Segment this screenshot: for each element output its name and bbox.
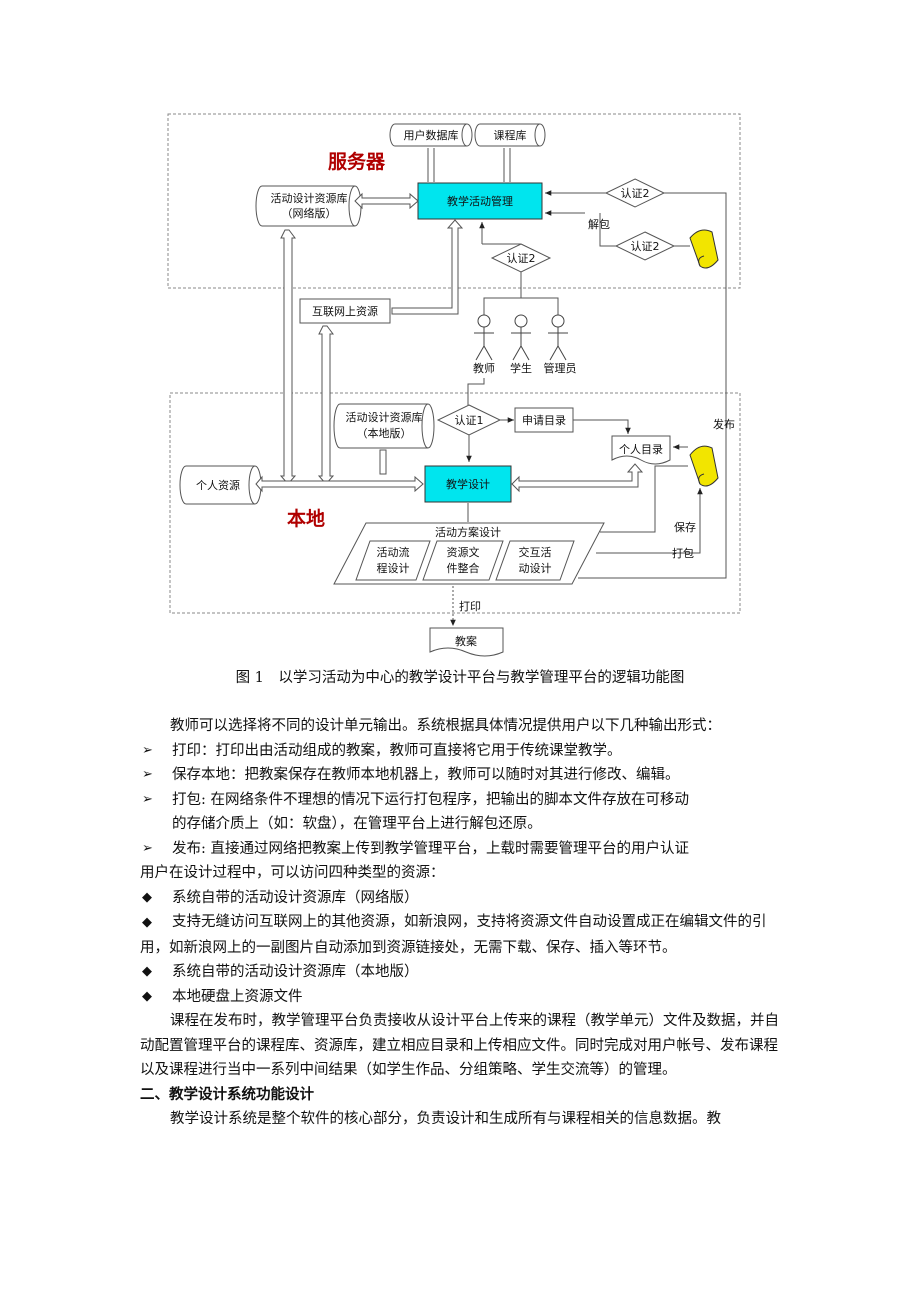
apply-directory-label: 申请目录 bbox=[522, 414, 566, 427]
course-database: 课程库 bbox=[474, 123, 546, 147]
scroll-icon-bottom bbox=[689, 445, 719, 487]
internet-resources-box bbox=[299, 298, 391, 324]
save-label: 保存 bbox=[674, 520, 696, 534]
resource-library-network: 活动设计资源库 （网络版） bbox=[255, 185, 362, 227]
internet-resources-label: 互联网上资源 bbox=[312, 304, 378, 318]
student-label: 学生 bbox=[510, 361, 532, 375]
server-title: 服务器 bbox=[328, 150, 386, 173]
auth1-diamond: 认证1 bbox=[436, 404, 502, 436]
actor-teacher-icon bbox=[474, 314, 494, 361]
svg-text:认证2: 认证2 bbox=[507, 252, 536, 265]
resource-item: ◆系统自带的活动设计资源库（本地版） bbox=[140, 960, 790, 985]
personal-directory: 个人目录 bbox=[611, 435, 671, 465]
user-database: 用户数据库 bbox=[389, 123, 473, 147]
print-label: 打印 bbox=[459, 599, 481, 613]
svg-text:程设计: 程设计 bbox=[377, 562, 410, 575]
lesson-plan-document: 教案 bbox=[429, 627, 504, 657]
svg-text:件整合: 件整合 bbox=[447, 561, 480, 575]
diamond-bullet-icon: ◆ bbox=[142, 964, 152, 979]
svg-text:个人目录: 个人目录 bbox=[619, 443, 663, 456]
svg-text:动设计: 动设计 bbox=[519, 562, 552, 575]
svg-text:资源文: 资源文 bbox=[447, 545, 480, 559]
auth2-center-diamond: 认证2 bbox=[490, 243, 552, 273]
resource-item: ◆支持无缝访问互联网上的其他资源，如新浪网，支持将资源文件自动设置成正在编辑文件… bbox=[140, 910, 790, 960]
teacher-label: 教师 bbox=[473, 362, 495, 375]
svg-text:活动设计资源库: 活动设计资源库 bbox=[346, 410, 423, 424]
diamond-bullet-icon: ◆ bbox=[142, 988, 152, 1004]
section-heading: 二、教学设计系统功能设计 bbox=[140, 1086, 314, 1103]
svg-text:活动流: 活动流 bbox=[377, 545, 410, 559]
actor-student-icon bbox=[511, 314, 531, 361]
output-item: ➢打包: 在网络条件不理想的情况下运行打包程序，把输出的脚本文件存放在可移动 bbox=[140, 788, 790, 813]
arrow-bullet-icon: ➢ bbox=[142, 840, 153, 856]
teaching-design-label: 教学设计 bbox=[446, 477, 490, 491]
arrow-bullet-icon: ➢ bbox=[142, 767, 153, 782]
res-net-line2: （网络版） bbox=[282, 206, 337, 220]
output-item-continued: 的存储介质上（如：软盘），在管理平台上进行解包还原。 bbox=[172, 816, 542, 832]
svg-text:认证1: 认证1 bbox=[455, 414, 484, 427]
svg-text:教案: 教案 bbox=[455, 634, 477, 648]
output-item: ➢打印：打印出由活动组成的教案，教师可直接将它用于传统课堂教学。 bbox=[140, 739, 790, 764]
auth2-bottom-diamond: 认证2 bbox=[614, 231, 676, 261]
auth2-top-diamond: 认证2 bbox=[604, 178, 666, 208]
user-db-label: 用户数据库 bbox=[404, 128, 459, 142]
svg-text:活动方案设计: 活动方案设计 bbox=[435, 525, 501, 539]
teaching-management-label: 教学活动管理 bbox=[447, 194, 513, 208]
intro-paragraph: 教师可以选择将不同的设计单元输出。系统根据具体情况提供用户以下几种输出形式： bbox=[170, 718, 721, 734]
publish-label: 发布 bbox=[713, 417, 735, 431]
svg-text:个人资源: 个人资源 bbox=[196, 478, 240, 492]
arrow-bullet-icon: ➢ bbox=[142, 791, 153, 807]
pack-label: 打包 bbox=[672, 546, 694, 560]
svg-text:交互活: 交互活 bbox=[519, 545, 552, 559]
figure-caption: 图 1 以学习活动为中心的教学设计平台与教学管理平台的逻辑功能图 bbox=[235, 670, 685, 686]
output-item: ➢发布: 直接通过网络把教案上传到教学管理平台，上载时需要管理平台的用户认证 bbox=[140, 837, 790, 862]
personal-resources: 个人资源 bbox=[179, 465, 262, 505]
activity-plan-design: 活动方案设计 活动流 程设计 资源文 件整合 交互活 动设计 bbox=[333, 522, 605, 585]
resource-item: ◆本地硬盘上资源文件 bbox=[140, 985, 790, 1010]
teaching-design-box bbox=[424, 465, 512, 503]
unpack-label: 解包 bbox=[588, 217, 610, 231]
resource-item: ◆系统自带的活动设计资源库（网络版） bbox=[140, 886, 790, 911]
body-text: 教师可以选择将不同的设计单元输出。系统根据具体情况提供用户以下几种输出形式： ➢… bbox=[140, 714, 790, 1132]
diamond-bullet-icon: ◆ bbox=[142, 915, 152, 930]
res-net-line1: 活动设计资源库 bbox=[271, 191, 348, 205]
teaching-management-box bbox=[417, 182, 543, 220]
svg-text:认证2: 认证2 bbox=[621, 187, 650, 200]
local-title: 本地 bbox=[287, 507, 325, 530]
svg-text:认证2: 认证2 bbox=[631, 240, 660, 253]
arrow-bullet-icon: ➢ bbox=[142, 742, 153, 758]
design-system-paragraph: 教学设计系统是整个软件的核心部分，负责设计和生成所有与课程相关的信息数据。教 bbox=[170, 1111, 721, 1127]
resource-library-local: 活动设计资源库 （本地版） bbox=[333, 403, 435, 449]
diamond-bullet-icon: ◆ bbox=[142, 889, 152, 905]
svg-text:（本地版）: （本地版） bbox=[357, 426, 412, 440]
admin-label: 管理员 bbox=[544, 361, 577, 375]
local-region bbox=[169, 392, 741, 614]
publish-paragraph: 课程在发布时，教学管理平台负责接收从设计平台上传来的课程（教学单元）文件及数据，… bbox=[140, 1013, 779, 1078]
logic-function-diagram: 服务器 本地 用户数据库 课程库 教学活动管理 活动设计资源库 （网络版） 认证… bbox=[167, 113, 741, 657]
output-item: ➢保存本地：把教案保存在教师本地机器上，教师可以随时对其进行修改、编辑。 bbox=[140, 763, 790, 788]
actor-admin-icon bbox=[548, 314, 568, 361]
access-intro: 用户在设计过程中，可以访问四种类型的资源： bbox=[140, 865, 445, 881]
apply-directory-box bbox=[514, 407, 574, 433]
scroll-icon-top bbox=[689, 229, 719, 269]
course-db-label: 课程库 bbox=[494, 129, 527, 142]
